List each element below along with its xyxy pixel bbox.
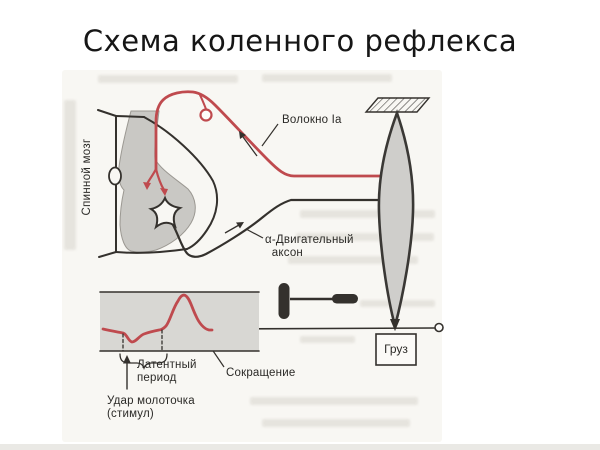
myogram-trace xyxy=(101,293,214,344)
recording-band xyxy=(100,292,259,351)
contraction-label: Сокращение xyxy=(226,367,296,379)
spinal-cord-section xyxy=(97,109,219,258)
latent-period-markers xyxy=(122,329,163,352)
page-bottom-strip xyxy=(0,444,600,450)
cord-bottom-edge xyxy=(115,248,188,254)
motor-axon-label: α-Двигательный аксон xyxy=(265,234,354,259)
load-label: Груз xyxy=(384,342,408,356)
muscle-shape xyxy=(377,109,415,332)
cord-top-edge xyxy=(115,115,145,118)
stimulus-arrowhead-icon xyxy=(123,355,131,364)
cord-outer-boundary xyxy=(143,116,219,250)
motor-axon-pointer xyxy=(245,228,264,239)
slide-title: Схема коленного рефлекса xyxy=(82,24,518,58)
load-box xyxy=(375,333,417,366)
arrow-up-motor-icon xyxy=(224,224,240,234)
fiber-ia-label: Волокно Ia xyxy=(282,114,342,126)
fiber-ia-pointer xyxy=(261,123,279,147)
lever-pivot-icon xyxy=(434,322,444,333)
reflex-hammer-icon xyxy=(278,283,358,319)
myogram xyxy=(99,291,260,390)
latent-period-label: Латентный период xyxy=(137,359,197,384)
impulse-direction-arrows xyxy=(224,131,258,234)
fixed-support-icon xyxy=(364,97,431,113)
ganglion-stalk xyxy=(199,94,207,110)
ia-fiber-path xyxy=(154,90,394,178)
motoneuron-icon xyxy=(148,195,183,230)
motor-axon-path xyxy=(171,198,393,258)
dorsal-root-ganglion-icon xyxy=(199,108,213,122)
stimulus-label: Удар молоточка (стимул) xyxy=(107,395,195,420)
central-canal xyxy=(108,166,122,186)
muscle-tip-arrow-icon xyxy=(390,319,400,331)
spinal-cord-label: Спинной мозг xyxy=(81,138,93,216)
arrow-up-ia-icon xyxy=(242,136,258,157)
